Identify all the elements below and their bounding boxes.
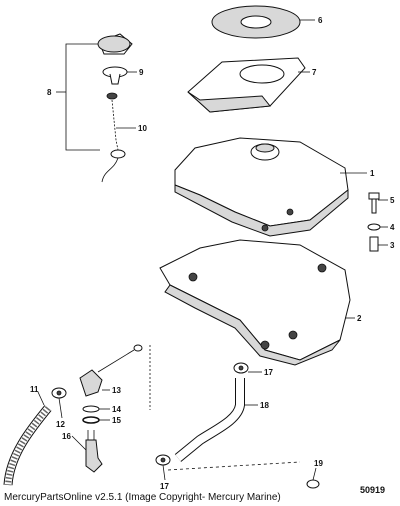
part-10-retainer-chain [101,92,126,183]
callout-5: 5 [390,196,395,205]
part-3-spacer [369,236,379,252]
part-17-clamp-lower [155,454,171,466]
leader-lines [37,19,388,481]
callout-3: 3 [390,241,395,250]
part-5-screw [368,192,380,214]
callout-6: 6 [318,16,323,25]
part-7-gasket [187,57,306,113]
callout-16: 16 [62,432,71,441]
callout-9: 9 [139,68,144,77]
part-6-foam-pad [211,5,301,39]
callout-13: 13 [112,386,121,395]
callout-1: 1 [370,169,375,178]
part-4-washer [367,223,381,231]
part-16-hose-connector [85,430,103,473]
callout-17-lower: 17 [160,482,169,491]
callout-14: 14 [112,405,121,414]
part-1-tank-upper [174,137,349,237]
diagram-number: 50919 [360,485,386,495]
callout-labels: 6 7 1 5 4 3 2 9 8 10 11 12 13 14 15 16 1… [30,16,395,491]
part-8-fill-cap-assembly [65,33,133,151]
callout-4: 4 [390,223,395,232]
part-14-washer [82,405,100,413]
copyright-footer: MercuryPartsOnline v2.5.1 (Image Copyrig… [4,492,281,503]
callout-7: 7 [312,68,317,77]
part-17-clamp-upper [233,362,249,374]
part-12-hose-clamp [51,387,67,399]
part-19-clip [306,479,320,489]
callout-19: 19 [314,459,323,468]
callout-18: 18 [260,401,269,410]
hose-routing-line [167,461,301,471]
part-2-tank-lower [159,239,351,366]
callout-12: 12 [56,420,65,429]
callout-2: 2 [357,314,362,323]
callout-15: 15 [112,416,121,425]
callout-17-upper: 17 [264,368,273,377]
part-15-o-ring [82,416,100,424]
part-9-cap-seal [102,66,128,85]
callout-11: 11 [30,385,39,394]
part-13-fuel-fitting [79,344,151,410]
callout-8: 8 [47,88,52,97]
callout-10: 10 [138,124,147,133]
part-11-fuel-hose [3,405,52,486]
part-18-vent-hose [174,378,245,462]
